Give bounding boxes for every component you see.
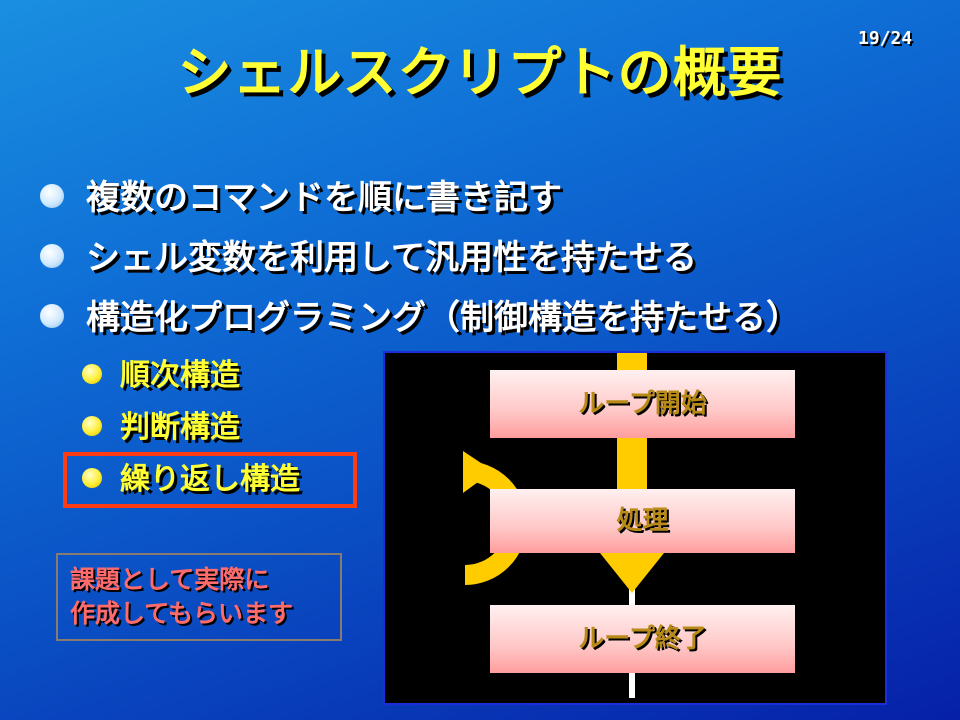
- bullet-item: 複数のコマンドを順に書き記す: [40, 168, 800, 228]
- bullet-list: 複数のコマンドを順に書き記す シェル変数を利用して汎用性を持たせる 構造化プログ…: [40, 168, 800, 348]
- slide-title: シェルスクリプトの概要: [177, 41, 783, 104]
- loop-back-arrow-head-icon: [463, 451, 493, 493]
- highlight-frame: [63, 452, 357, 508]
- page-number: 19/24: [858, 28, 913, 49]
- bullet-text: 構造化プログラミング（制御構造を持たせる）: [86, 298, 800, 338]
- bullet-item: シェル変数を利用して汎用性を持たせる: [40, 228, 800, 288]
- bullet-text: シェル変数を利用して汎用性を持たせる: [86, 238, 697, 278]
- process-box: 処理: [490, 489, 795, 553]
- sub-bullet-item: 順次構造: [82, 350, 300, 402]
- bullet-item: 構造化プログラミング（制御構造を持たせる）: [40, 288, 800, 348]
- down-arrow-head-icon: [600, 553, 664, 593]
- sub-bullet-text: 順次構造: [120, 358, 240, 393]
- bullet-dot-icon: [40, 183, 64, 208]
- bullet-text: 複数のコマンドを順に書き記す: [86, 178, 562, 218]
- note-line: 作成してもらいます: [70, 599, 294, 628]
- bullet-dot-icon: [40, 243, 64, 268]
- bullet-dot-icon: [40, 303, 64, 328]
- loop-flow-diagram: ループ開始 処理 ループ終了: [383, 351, 887, 705]
- loop-end-box: ループ終了: [490, 605, 795, 673]
- sub-bullet-text: 判断構造: [120, 410, 240, 445]
- sub-bullet-dot-icon: [82, 467, 102, 488]
- sub-bullet-list: 順次構造 判断構造 繰り返し構造: [82, 350, 300, 506]
- loop-start-box: ループ開始: [490, 370, 795, 438]
- sub-bullet-text: 繰り返し構造: [120, 462, 300, 497]
- note-box: 課題として実際に 作成してもらいます: [56, 553, 342, 641]
- note-line: 課題として実際に: [70, 565, 270, 594]
- sub-bullet-item: 判断構造: [82, 402, 300, 454]
- sub-bullet-dot-icon: [82, 415, 102, 436]
- sub-bullet-dot-icon: [82, 363, 102, 384]
- sub-bullet-item: 繰り返し構造: [82, 454, 300, 506]
